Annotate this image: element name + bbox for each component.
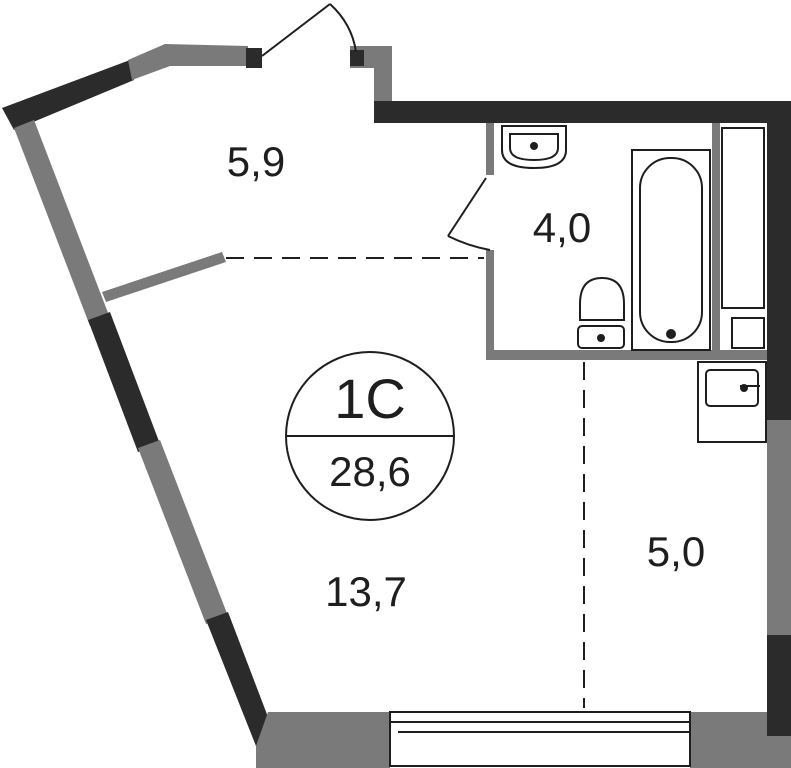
bath-door — [447, 177, 491, 251]
apartment-type-code: 1C — [334, 367, 406, 430]
wall-left-slant-dark-mid — [88, 312, 160, 452]
entrance-door-leaf — [261, 3, 331, 57]
bath-door-arc — [447, 235, 491, 251]
room-area-hall: 5,9 — [227, 138, 285, 185]
wall-left-slant-dark-bottom — [206, 612, 276, 746]
bathtub-icon — [631, 149, 711, 351]
apartment-total-area: 28,6 — [329, 448, 411, 495]
bath-wall-bottom — [486, 350, 767, 360]
bath-wall-left-bottom — [486, 250, 494, 358]
wall-left-slant-gray-low — [138, 440, 228, 624]
wall-top-left-gray — [128, 44, 248, 80]
bathroom-fixtures — [501, 125, 765, 351]
wall-top-right-dark — [374, 101, 791, 123]
apartment-badge: 1C 28,6 — [285, 351, 455, 521]
bath-sink-drain — [530, 142, 538, 150]
window — [389, 711, 691, 767]
bath-door-leaf — [447, 177, 487, 237]
zone-lines — [226, 257, 585, 708]
room-area-living: 13,7 — [325, 568, 407, 615]
bath-cabinet-lower — [731, 317, 765, 349]
wall-left-top-dark — [2, 60, 134, 130]
wall-bottom-right-dark — [767, 712, 791, 736]
wall-right-gray-mid — [767, 420, 791, 635]
room-area-kitchen: 5,0 — [647, 528, 705, 575]
partition-hall-living — [102, 252, 226, 302]
wall-left-slant-gray — [14, 120, 110, 326]
bath-sink-basin — [509, 133, 559, 162]
interior-walls — [102, 123, 767, 360]
door-jamb-left — [246, 48, 262, 68]
toilet-icon — [579, 276, 625, 321]
toilet-button — [597, 334, 605, 342]
room-area-bathroom: 4,0 — [533, 204, 591, 251]
exterior-walls — [2, 44, 791, 768]
bath-wall-left-top — [486, 123, 494, 175]
entrance-door — [261, 3, 357, 57]
bath-cabinet — [721, 127, 765, 309]
kitchen-sink-drain — [740, 384, 748, 392]
bath-wall-divider — [712, 123, 720, 350]
wall-bottom-left — [256, 712, 390, 768]
kitchen-counter — [697, 361, 767, 443]
bathtub-basin — [639, 157, 703, 343]
bathtub-drain — [666, 329, 676, 339]
kitchen-fixtures — [697, 361, 767, 443]
toilet-tank — [577, 325, 625, 349]
bath-sink-icon — [501, 125, 567, 170]
entrance-door-arc — [329, 3, 357, 53]
kitchen-sink-icon — [705, 369, 759, 407]
door-jamb-right — [350, 50, 364, 66]
wall-right-dark-top — [767, 101, 791, 421]
window-frame — [389, 711, 691, 767]
